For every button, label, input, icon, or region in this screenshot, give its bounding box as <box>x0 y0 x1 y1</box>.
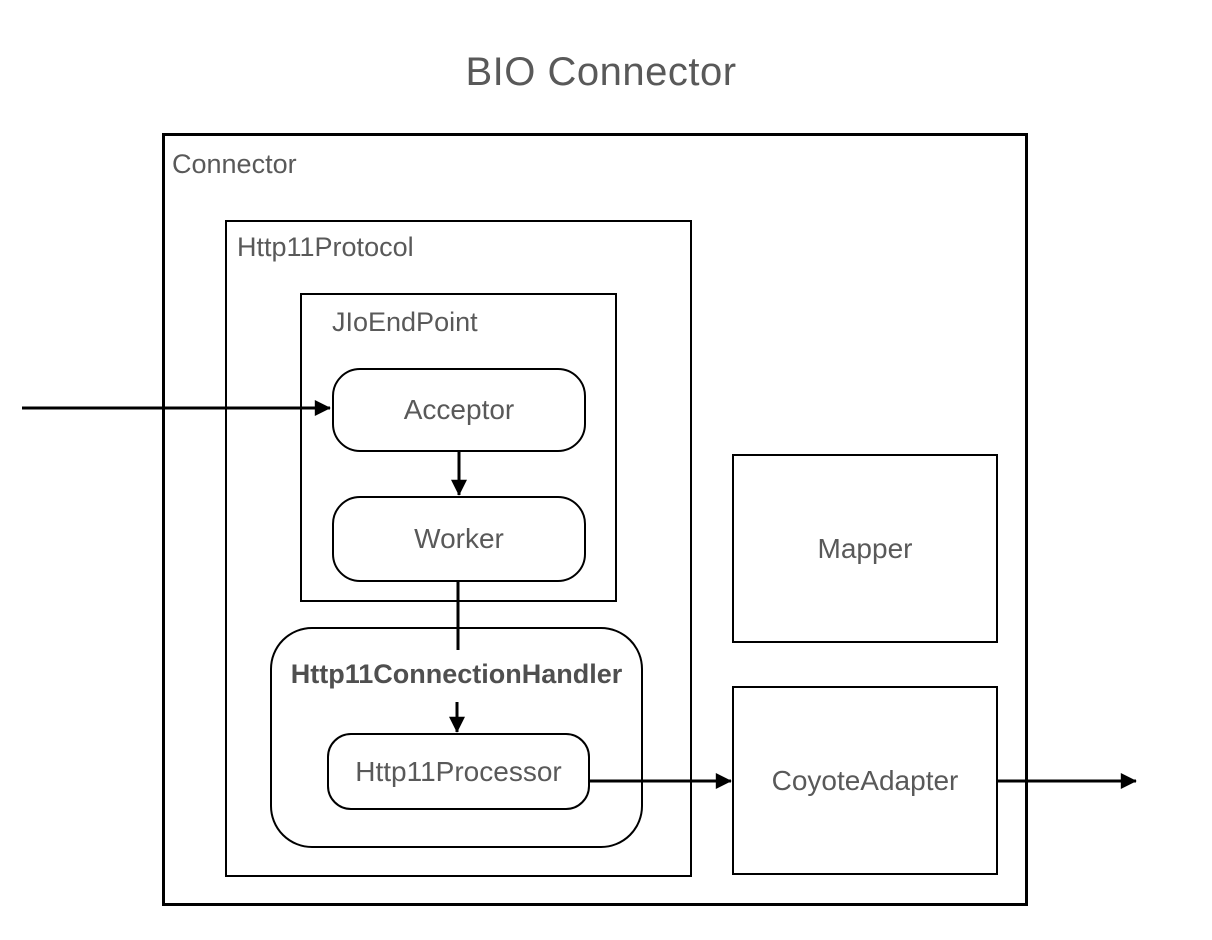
http11connectionhandler-label: Http11ConnectionHandler <box>290 659 623 689</box>
mapper-node: Mapper <box>732 454 998 643</box>
connector-label: Connector <box>172 149 297 179</box>
mapper-label: Mapper <box>817 532 913 564</box>
worker-label: Worker <box>414 523 504 554</box>
http11protocol-box <box>225 220 692 877</box>
jioendpoint-label: JIoEndPoint <box>332 307 478 337</box>
coyoteadapter-label: CoyoteAdapter <box>771 764 959 796</box>
http11processor-node: Http11Processor <box>327 733 590 810</box>
http11processor-label: Http11Processor <box>355 755 562 787</box>
acceptor-node: Acceptor <box>332 368 586 452</box>
acceptor-label: Acceptor <box>403 394 515 425</box>
worker-node: Worker <box>332 496 586 582</box>
diagram-title: BIO Connector <box>465 50 737 94</box>
http11protocol-label: Http11Protocol <box>237 232 414 262</box>
coyoteadapter-node: CoyoteAdapter <box>732 686 998 875</box>
connector-box <box>162 133 1028 906</box>
